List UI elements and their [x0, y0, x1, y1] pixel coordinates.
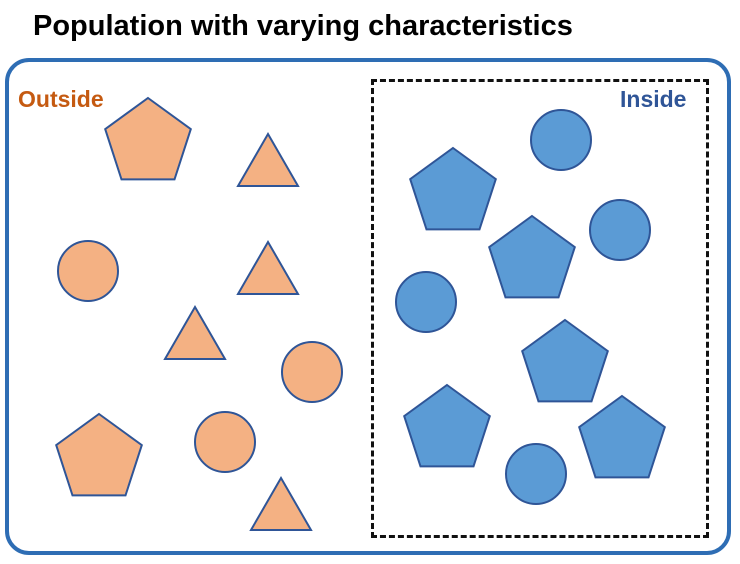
inside-shapes [395, 109, 666, 505]
inside-pentagon-2 [488, 214, 576, 299]
inside-label: Inside [620, 86, 687, 112]
outside-triangle-4 [249, 475, 313, 531]
outside-circle-1 [57, 240, 119, 302]
outside-circle-2 [281, 341, 343, 403]
outside-triangle-2 [236, 239, 300, 295]
outside-circle-3 [194, 411, 256, 473]
inside-region-dashed-box [371, 79, 709, 538]
outside-triangle-1 [236, 131, 300, 187]
diagram-title: Population with varying characteristics [33, 10, 573, 42]
outside-pentagon-2 [55, 412, 143, 497]
outside-shapes [55, 96, 343, 531]
inside-pentagon-5 [578, 394, 666, 479]
inside-circle-4 [505, 443, 567, 505]
inside-pentagon-1 [409, 146, 497, 231]
inside-pentagon-4 [403, 383, 491, 468]
inside-circle-1 [530, 109, 592, 171]
outside-pentagon-1 [104, 96, 192, 181]
outside-label: Outside [18, 86, 104, 112]
population-frame [5, 58, 731, 555]
inside-circle-3 [395, 271, 457, 333]
inside-pentagon-3 [521, 318, 609, 403]
outside-triangle-3 [163, 304, 227, 360]
inside-circle-2 [589, 199, 651, 261]
